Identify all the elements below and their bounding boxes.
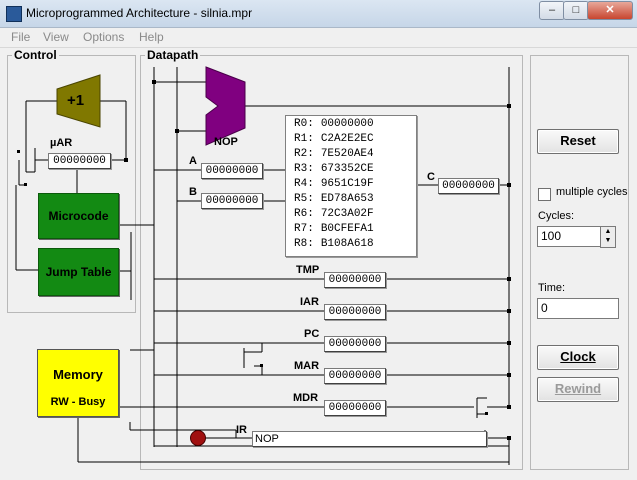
mdr-register: 00000000 xyxy=(324,400,386,416)
register-row: R6: 72C3A02F xyxy=(294,208,374,223)
c-label: C xyxy=(427,171,435,183)
incrementer-label: +1 xyxy=(67,92,85,109)
register-value: 00000000 xyxy=(320,118,374,130)
alu-operation: NOP xyxy=(214,136,238,148)
register-value: 673352CE xyxy=(320,163,374,175)
register-value: 7E520AE4 xyxy=(320,148,374,160)
register-value: B0CFEFA1 xyxy=(320,223,374,235)
register-name: R2: xyxy=(294,148,314,160)
cycles-input[interactable]: 100 xyxy=(537,226,603,247)
reset-button[interactable]: Reset xyxy=(537,129,619,154)
register-name: R3: xyxy=(294,163,314,175)
register-value: ED78A653 xyxy=(320,193,374,205)
iar-label: IAR xyxy=(300,296,319,308)
window-title: Microprogrammed Architecture - silnia.mp… xyxy=(26,6,253,20)
menu-view[interactable]: View xyxy=(43,30,69,44)
spin-down-icon[interactable]: ▼ xyxy=(604,237,612,244)
register-name: R4: xyxy=(294,178,314,190)
register-name: R6: xyxy=(294,208,314,220)
register-value: B108A618 xyxy=(320,238,374,250)
jump-table-block: Jump Table xyxy=(38,248,119,296)
microcode-block: Microcode xyxy=(38,193,119,239)
register-name: R0: xyxy=(294,118,314,130)
app-icon xyxy=(6,6,22,22)
spin-up-icon[interactable]: ▲ xyxy=(604,228,612,235)
b-register: 00000000 xyxy=(201,193,263,209)
time-input[interactable]: 0 xyxy=(537,298,619,319)
register-row: R4: 9651C19F xyxy=(294,178,374,193)
controls-sidebar xyxy=(530,55,629,470)
register-name: R7: xyxy=(294,223,314,235)
cycles-label: Cycles: xyxy=(538,210,575,222)
tmp-register: 00000000 xyxy=(324,272,386,288)
register-row: R7: B0CFEFA1 xyxy=(294,223,374,238)
mar-label: MAR xyxy=(294,360,320,372)
multiple-cycles-label: multiple cycles xyxy=(556,186,628,198)
rewind-button[interactable]: Rewind xyxy=(537,377,619,402)
register-row: R1: C2A2E2EC xyxy=(294,133,374,148)
minimize-icon: – xyxy=(548,4,556,16)
clock-button[interactable]: Clock xyxy=(537,345,619,370)
uar-label: µAR xyxy=(50,137,73,149)
control-panel-title: Control xyxy=(12,48,59,62)
c-register: 00000000 xyxy=(438,178,499,194)
register-name: R1: xyxy=(294,133,314,145)
menu-bar xyxy=(0,28,637,48)
uar-register: 00000000 xyxy=(48,153,111,169)
a-label: A xyxy=(189,155,197,167)
mdr-label: MDR xyxy=(293,392,319,404)
register-row: R0: 00000000 xyxy=(294,118,374,133)
tmp-label: TMP xyxy=(296,264,320,276)
memory-block: Memory RW - Busy xyxy=(37,349,119,417)
pc-label: PC xyxy=(304,328,320,340)
register-value: 9651C19F xyxy=(320,178,374,190)
register-value: C2A2E2EC xyxy=(320,133,374,145)
mar-register: 00000000 xyxy=(324,368,386,384)
memory-label: Memory xyxy=(53,367,103,382)
iar-register: 00000000 xyxy=(324,304,386,320)
control-panel xyxy=(7,55,136,313)
title-bar: Microprogrammed Architecture - silnia.mp… xyxy=(0,0,637,28)
ir-label: IR xyxy=(236,424,247,436)
register-row: R8: B108A618 xyxy=(294,238,374,253)
multiple-cycles-checkbox[interactable] xyxy=(538,188,551,201)
close-icon: ✕ xyxy=(605,4,615,16)
menu-options[interactable]: Options xyxy=(83,30,125,44)
b-label: B xyxy=(189,186,197,198)
menu-file[interactable]: File xyxy=(11,30,31,44)
pc-register: 00000000 xyxy=(324,336,386,352)
datapath-panel xyxy=(140,55,523,470)
menu-help[interactable]: Help xyxy=(139,30,164,44)
close-button[interactable]: ✕ xyxy=(587,1,633,20)
memory-status: RW - Busy xyxy=(50,396,106,408)
maximize-icon: □ xyxy=(572,4,580,16)
register-value: 72C3A02F xyxy=(320,208,374,220)
datapath-panel-title: Datapath xyxy=(145,48,201,62)
register-row: R5: ED78A653 xyxy=(294,193,374,208)
register-name: R8: xyxy=(294,238,314,250)
register-row: R2: 7E520AE4 xyxy=(294,148,374,163)
indicator-light-icon xyxy=(190,430,206,446)
register-name: R5: xyxy=(294,193,314,205)
a-register: 00000000 xyxy=(201,163,263,179)
time-label: Time: xyxy=(538,282,566,294)
cycles-spinner[interactable]: ▲ ▼ xyxy=(600,226,616,248)
register-row: R3: 673352CE xyxy=(294,163,374,178)
ir-register: NOP xyxy=(252,431,487,447)
